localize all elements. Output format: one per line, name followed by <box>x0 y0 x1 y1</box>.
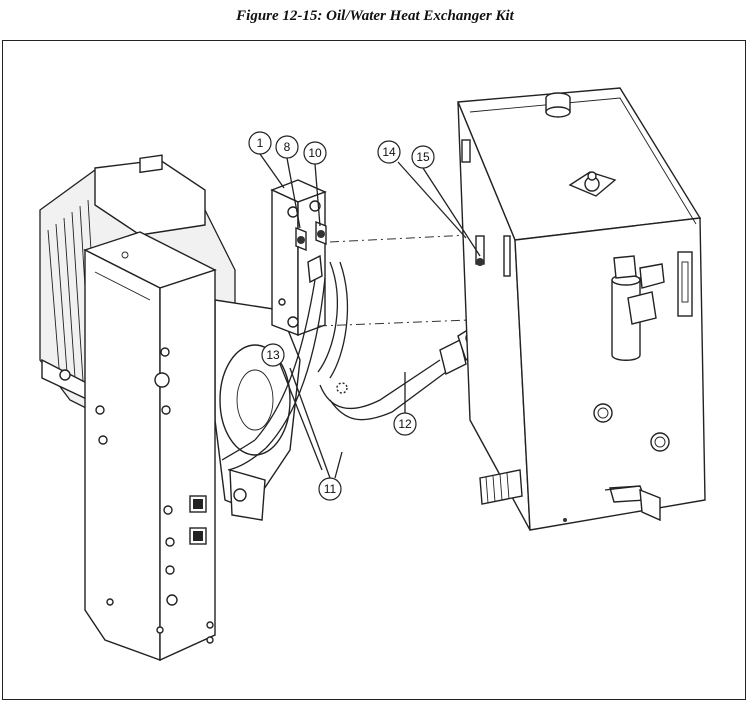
callout-14: 14 <box>377 140 401 164</box>
tank <box>456 87 706 531</box>
callout-12: 12 <box>393 412 417 436</box>
leader-lines <box>259 153 481 479</box>
pump <box>214 299 301 521</box>
callout-15: 15 <box>411 145 435 169</box>
callout-10: 10 <box>303 141 327 165</box>
svg-text:1: 1 <box>257 136 264 150</box>
svg-text:14: 14 <box>382 145 396 159</box>
svg-text:11: 11 <box>324 482 337 496</box>
svg-text:15: 15 <box>416 150 430 164</box>
callout-1: 1 <box>248 131 272 155</box>
svg-text:12: 12 <box>398 417 412 431</box>
figure-caption: Figure 12-15: Oil/Water Heat Exchanger K… <box>236 8 514 24</box>
heat-exchanger <box>270 179 327 337</box>
svg-text:10: 10 <box>308 146 322 160</box>
callout-11: 11 <box>318 477 342 501</box>
side-panel <box>83 231 217 662</box>
callout-13: 13 <box>261 343 285 367</box>
callout-8: 8 <box>275 135 299 159</box>
svg-text:13: 13 <box>266 348 280 362</box>
svg-text:8: 8 <box>284 140 291 154</box>
